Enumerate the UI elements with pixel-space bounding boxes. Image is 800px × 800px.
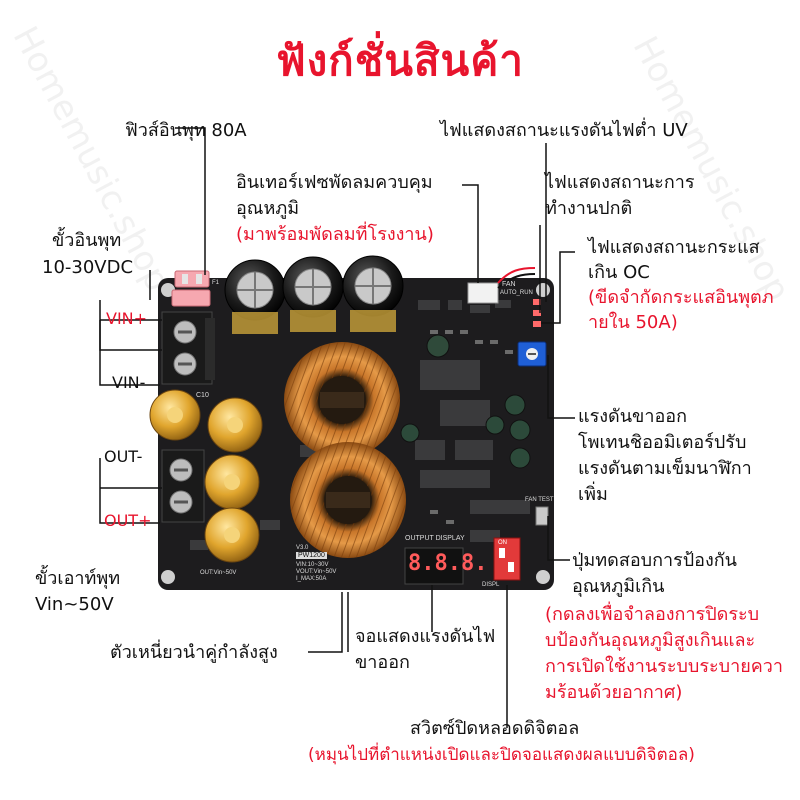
label-vin-plus: VIN+ — [106, 309, 148, 328]
output-capacitors — [149, 389, 263, 563]
label-display-2: ขาออก — [355, 652, 410, 673]
spec-vin-silk: VIN:10~30V — [296, 562, 329, 568]
oc-led — [533, 321, 541, 327]
label-pot-2: โพเทนชิออมิเตอร์ปรับ — [578, 432, 747, 453]
model-silk: PW1200 — [296, 552, 327, 559]
fan-silk: FAN — [502, 281, 516, 288]
label-dip-switch-note: (หมุนไปที่ตำแหน่งเปิดและปิดจอแสดงผลแบบดิ… — [308, 745, 695, 765]
fan-test-button — [535, 506, 549, 526]
label-pot-3: แรงดันตามเข็มนาฬิกา — [578, 458, 752, 479]
dip-on-silk: ON — [498, 540, 507, 546]
input-capacitors — [224, 255, 404, 334]
label-out-minus: OUT- — [104, 447, 143, 466]
label-display-1: จอแสดงแรงดันไฟ — [355, 626, 496, 647]
label-inductor: ตัวเหนี่ยวนำคู่กำลังสูง — [110, 642, 278, 663]
label-output-terminal-2: Vin~50V — [35, 594, 114, 615]
label-input-terminal-2: 10-30VDC — [42, 257, 134, 278]
dual-inductor — [284, 342, 406, 558]
dip-switch — [493, 537, 521, 581]
spec-out-silk: OUT:Vin~50V — [200, 570, 237, 576]
label-oc-led-2: เกิน OC — [588, 262, 650, 283]
version-silk: V3.0 — [296, 545, 309, 551]
label-pot-1: แรงดันขาออก — [578, 406, 687, 427]
label-dip-switch: สวิตซ์ปิดหลอดดิจิตอล — [410, 718, 580, 739]
label-fan-interface-note: (มาพร้อมพัดลมที่โรงงาน) — [236, 224, 434, 245]
label-oc-note-1: (ขีดจำกัดกระแสอินพุตภ — [588, 287, 774, 308]
display-word-silk: DISPL — [482, 582, 500, 588]
display-readout: 8.8.8. — [408, 551, 488, 576]
run-led — [533, 310, 541, 316]
label-fan-test-note-2: บป้องกันอุณหภูมิสูงเกินและ — [545, 630, 756, 651]
label-fan-test-2: อุณหภูมิเกิน — [572, 576, 665, 597]
label-uv-led: ไฟแสดงสถานะแรงดันไฟต่ำ UV — [440, 120, 688, 141]
label-vin-minus: VIN- — [112, 373, 146, 392]
label-status-led-1: ไฟแสดงสถานะการ — [545, 172, 695, 193]
cap-label-silk: C10 — [196, 392, 209, 399]
label-fan-test-note-1: (กดลงเพื่อจำลองการปิดระบ — [545, 604, 760, 625]
label-oc-note-2: ายใน 50A) — [588, 312, 678, 333]
label-fan-test-1: ปุ่มทดสอบการป้องกัน — [572, 550, 737, 571]
spec-imax-silk: I_MAX:50A — [296, 576, 327, 582]
label-input-fuse: ฟิวส์อินพุท 80A — [125, 120, 247, 141]
spec-vout-silk: VOUT:Vin~50V — [296, 569, 337, 575]
fuse-label-silk: F1 — [212, 280, 220, 286]
label-fan-test-note-3: การเปิดใช้งานระบบระบายควา — [545, 656, 784, 677]
label-input-terminal-1: ขั้วอินพุท — [52, 230, 122, 251]
label-pot-4: เพิ่ม — [578, 484, 608, 505]
auto-run-silk: AUTO_RUN — [500, 290, 533, 296]
label-fan-test-note-4: มร้อนด้วยอากาศ) — [545, 682, 683, 703]
label-output-terminal-1: ขั้วเอาท์พุท — [35, 568, 121, 589]
fuse-2 — [171, 289, 211, 307]
fuse-1 — [174, 270, 210, 288]
label-oc-led-1: ไฟแสดงสถานะกระแส — [588, 237, 760, 258]
fan-test-silk: FAN TEST — [525, 497, 554, 503]
label-status-led-2: ทำงานปกติ — [545, 198, 633, 219]
label-fan-interface-1: อินเทอร์เฟซพัดลมควบคุม — [236, 172, 433, 193]
label-out-plus: OUT+ — [104, 511, 152, 530]
output-display-label: OUTPUT DISPLAY — [405, 535, 465, 542]
output-display — [404, 547, 464, 585]
fan-connector — [467, 282, 499, 304]
page-title: ฟังก์ชั่นสินค้า — [276, 36, 524, 85]
label-fan-interface-2: อุณหภูมิ — [236, 198, 300, 219]
uv-led — [533, 299, 541, 305]
